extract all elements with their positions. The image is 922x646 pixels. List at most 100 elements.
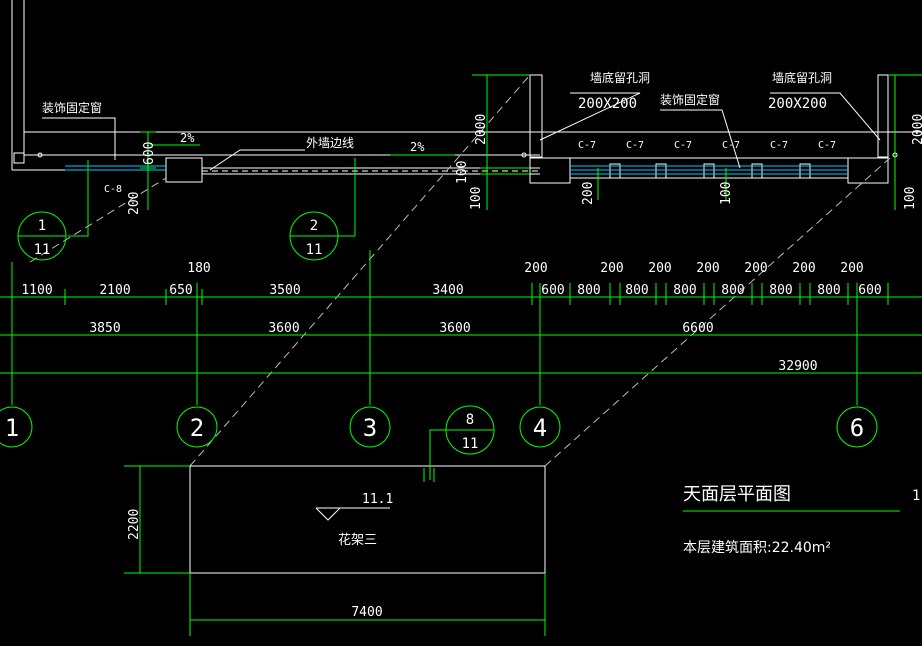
label-c7-5: C-7 xyxy=(770,140,788,151)
flower-rack-outline xyxy=(189,465,546,574)
dim-800e: 800 xyxy=(769,283,792,298)
dim-800d: 800 xyxy=(721,283,744,298)
hole-wall-left xyxy=(529,74,543,158)
label-wall-hole-2: 墙底留孔洞 xyxy=(772,70,832,85)
dim-600a: 600 xyxy=(541,283,564,298)
axis-label-1: 1 xyxy=(5,414,19,442)
detail-ref-8-top: 8 xyxy=(466,412,474,428)
dim-3600a: 3600 xyxy=(268,321,299,336)
decor-window-left-leader xyxy=(42,117,116,160)
dim-3600b: 3600 xyxy=(439,321,470,336)
axis-bubble-6 xyxy=(836,406,878,448)
vdim-2200: 2200 xyxy=(127,509,142,540)
dim-row-2-text: 3850 3600 3600 6600 xyxy=(89,321,713,336)
mid-column xyxy=(165,157,203,183)
drain-mid xyxy=(521,152,527,158)
axis-bubbles xyxy=(0,406,878,448)
vdim-100c: 100 xyxy=(719,182,734,205)
vdim-2000b: 2000 xyxy=(911,114,922,145)
outer-wall-leader xyxy=(209,149,305,171)
window-c7-labels: C-7 C-7 C-7 C-7 C-7 C-7 xyxy=(578,140,836,151)
dimension-lines xyxy=(0,74,922,636)
dim-600b: 600 xyxy=(858,283,881,298)
label-c7-2: C-7 xyxy=(626,140,644,151)
dim-top-200-5: 200 xyxy=(744,261,767,276)
walls xyxy=(11,0,922,184)
floor-area-text: 本层建筑面积:22.40m² xyxy=(683,540,831,556)
vdim-200b: 200 xyxy=(581,182,596,205)
dim-800a: 800 xyxy=(577,283,600,298)
ref-2-leader xyxy=(338,158,356,237)
axis-bubble-2 xyxy=(176,406,218,448)
dim-total-32900: 32900 xyxy=(778,359,817,374)
right-col-b xyxy=(847,157,889,184)
label-c7-6: C-7 xyxy=(818,140,836,151)
label-decor-window-left: 装饰固定窗 xyxy=(42,100,102,115)
vdim-100a: 100 xyxy=(455,161,470,184)
label-c7-3: C-7 xyxy=(674,140,692,151)
vdim-100d: 100 xyxy=(903,187,918,210)
detail-ref-2-bottom: 11 xyxy=(306,242,323,258)
dim-650: 650 xyxy=(169,283,192,298)
axis-label-3: 3 xyxy=(363,414,377,442)
dim-row-1-top-text: 180 200 200 200 200 200 200 200 xyxy=(187,261,863,276)
dim-7400: 7400 xyxy=(351,605,382,620)
axis-bubble-4 xyxy=(519,406,561,448)
label-slope-left: 2% xyxy=(180,131,195,145)
dashed-diag-3 xyxy=(29,177,167,263)
dim-top-200-2: 200 xyxy=(600,261,623,276)
plan-title: 天面层平面图 xyxy=(683,484,791,505)
vertical-dim-text: 600 200 2000 100 100 200 100 2000 100 22… xyxy=(127,114,922,540)
ref-1-leader xyxy=(68,160,89,237)
drain-left xyxy=(37,152,43,158)
axis-label-4: 4 xyxy=(533,414,547,442)
dim-800b: 800 xyxy=(625,283,648,298)
axis-bubble-1 xyxy=(0,406,33,448)
detail-ref-1-bottom: 11 xyxy=(34,242,51,258)
dim-row-1-text: 1100 2100 650 3500 3400 600 800 800 800 … xyxy=(21,283,881,298)
detail-ref-2-top: 2 xyxy=(310,218,318,234)
label-wall-hole-1: 墙底留孔洞 xyxy=(590,70,650,85)
glass-windows xyxy=(65,165,848,175)
elevation-marker xyxy=(315,507,341,521)
dim-800c: 800 xyxy=(673,283,696,298)
hole-wall-right xyxy=(877,74,889,158)
label-decor-window-right: 装饰固定窗 xyxy=(660,92,720,107)
label-flower-rack: 花架三 xyxy=(338,532,377,548)
dim-top-200-6: 200 xyxy=(792,261,815,276)
detail-ref-8-bottom: 11 xyxy=(462,436,479,452)
label-c7-4: C-7 xyxy=(722,140,740,151)
dim-6600: 6600 xyxy=(682,321,713,336)
dashed-diag-1 xyxy=(189,74,531,467)
axis-label-2: 2 xyxy=(190,414,204,442)
detail-ref-1-top: 1 xyxy=(38,218,46,234)
dim-180: 180 xyxy=(187,261,210,276)
label-wall-hole-1-size: 200X200 xyxy=(578,96,637,112)
dim-top-200-4: 200 xyxy=(696,261,719,276)
axis-bubble-3 xyxy=(349,406,391,448)
dim-top-200-1: 200 xyxy=(524,261,547,276)
mullion-4 xyxy=(751,163,763,179)
dim-3500: 3500 xyxy=(269,283,300,298)
vdim-2000: 2000 xyxy=(474,114,489,145)
axis-label-6: 6 xyxy=(850,414,864,442)
label-c7-1: C-7 xyxy=(578,140,596,151)
label-wall-hole-2-size: 200X200 xyxy=(768,96,827,112)
mullion-1 xyxy=(609,163,621,179)
dim-row-1-ticks xyxy=(64,283,889,305)
annotation-labels: 装饰固定窗 外墙边线 墙底留孔洞 200X200 装饰固定窗 墙底留孔洞 200… xyxy=(42,70,832,195)
label-outer-wall: 外墙边线 xyxy=(306,136,354,150)
hole-2-leader xyxy=(770,92,881,141)
dim-3400: 3400 xyxy=(432,283,463,298)
plan-scale-partial: 1: xyxy=(912,488,922,504)
dim-top-200-7: 200 xyxy=(840,261,863,276)
dim-2100: 2100 xyxy=(99,283,130,298)
decor-window-right-leader xyxy=(660,109,741,169)
ref-8-leader xyxy=(429,429,450,480)
label-slope-right: 2% xyxy=(410,140,425,154)
mullion-3 xyxy=(703,163,715,179)
left-column xyxy=(13,152,25,164)
vdim-100b: 100 xyxy=(469,187,484,210)
dim-800f: 800 xyxy=(817,283,840,298)
